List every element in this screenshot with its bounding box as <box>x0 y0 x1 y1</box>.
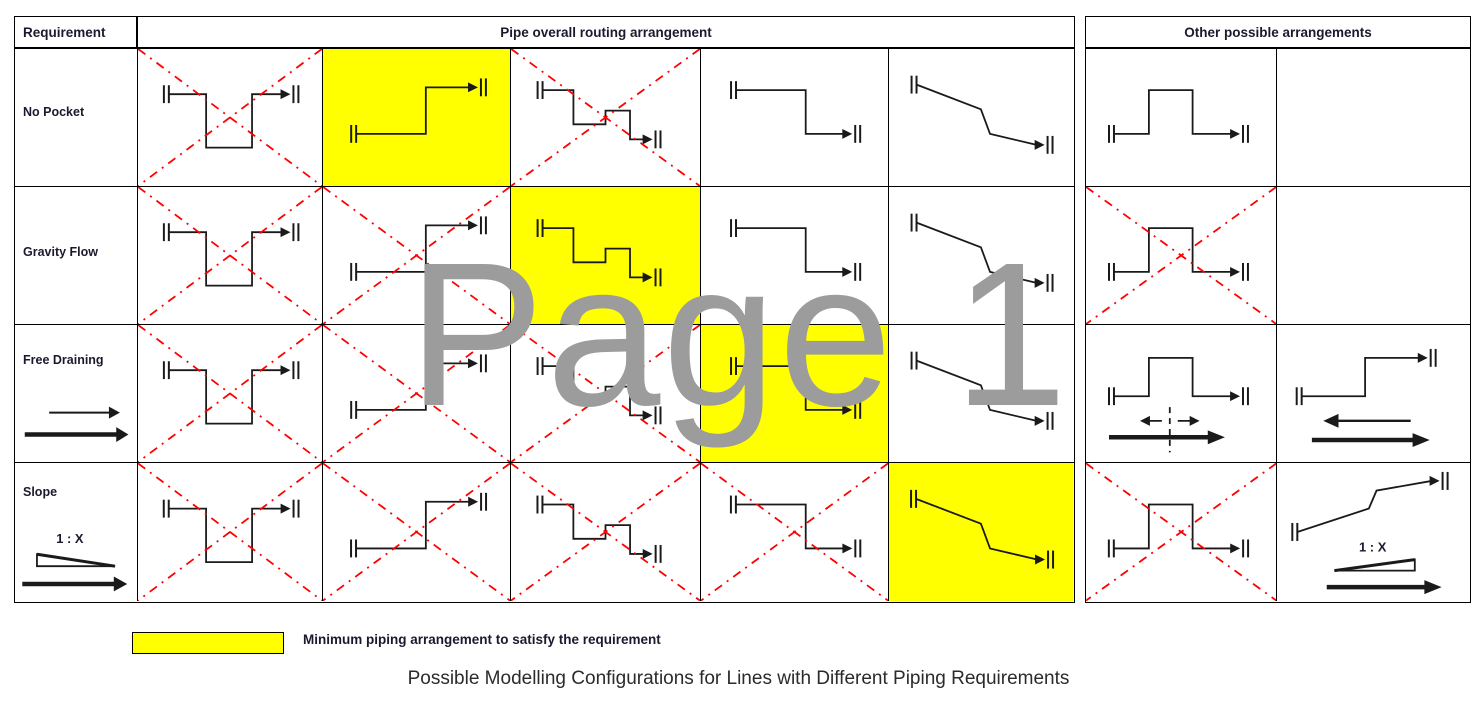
arrangement-cell[interactable] <box>511 49 701 186</box>
arrangement-cell[interactable] <box>889 187 1073 324</box>
step-up-pipe-icon <box>323 462 510 601</box>
hump-split-flow-pipe-icon <box>1108 356 1249 453</box>
step-down-pipe-icon <box>730 81 862 143</box>
arrangement-cell[interactable] <box>701 186 889 324</box>
step-down-bump-pipe-icon <box>511 324 700 462</box>
requirements-matrix: Requirement Pipe overall routing arrange… <box>14 16 1471 603</box>
arrangement-cell[interactable] <box>138 49 323 186</box>
header-routing-arrangement: Pipe overall routing arrangement <box>137 16 1075 48</box>
requirement-label-cell: Slope 1 : X <box>15 462 138 601</box>
step-up-pipe-icon <box>323 186 510 324</box>
pocket-u-pipe-icon <box>138 324 322 462</box>
hump-pipe-icon <box>1086 186 1277 324</box>
arrangement-cell[interactable] <box>889 325 1073 462</box>
other-arrangement-cell[interactable] <box>1086 186 1278 324</box>
other-arrangement-cell[interactable] <box>1277 325 1468 462</box>
arrangement-cell[interactable] <box>323 324 511 462</box>
pocket-u-pipe-icon <box>138 462 322 601</box>
slope-down-pipe-icon <box>910 213 1054 292</box>
slope-up-ratio-pipe-icon: 1 : X <box>1291 471 1449 594</box>
step-down-pipe-icon <box>730 357 862 419</box>
other-arrangement-cell[interactable]: 1 : X <box>1277 463 1468 601</box>
arrangement-cell[interactable] <box>889 49 1073 186</box>
arrangement-cell[interactable] <box>323 186 511 324</box>
double-arrow-right-icon <box>24 406 129 442</box>
arrangement-cell[interactable] <box>511 324 701 462</box>
other-arrangement-cell[interactable] <box>1086 462 1278 601</box>
matrix-row-other: 1 : X <box>1086 462 1470 601</box>
other-arrangement-cell[interactable] <box>1277 187 1468 324</box>
arrangement-cell[interactable] <box>138 186 323 324</box>
arrangement-cell[interactable] <box>511 462 701 601</box>
slope-down-pipe-icon <box>910 489 1055 569</box>
pocket-u-pipe-icon <box>138 186 322 324</box>
other-arrangement-cell[interactable] <box>1277 49 1468 186</box>
header-requirement: Requirement <box>14 16 137 48</box>
routing-table: Requirement Pipe overall routing arrange… <box>14 16 1075 603</box>
arrangement-cell[interactable] <box>138 324 323 462</box>
other-arrangements-table: Other possible arrangements 1 : X <box>1085 16 1471 603</box>
empty-pipe-icon <box>1277 49 1468 186</box>
pocket-u-pipe-icon <box>138 49 322 186</box>
svg-text:1 : X: 1 : X <box>56 531 84 546</box>
slope-down-pipe-icon <box>910 75 1054 154</box>
slope-wedge-arrow-icon: 1 : X <box>22 531 128 592</box>
arrangement-cell[interactable] <box>138 462 323 601</box>
other-arrangement-cell[interactable] <box>1086 49 1278 186</box>
matrix-row: No Pocket <box>15 49 1074 187</box>
step-up-pipe-icon <box>350 78 487 143</box>
arrangement-cell[interactable] <box>701 462 889 601</box>
matrix-row-other <box>1086 186 1470 325</box>
step-down-bump-pipe-icon <box>511 462 700 601</box>
arrangement-cell[interactable] <box>511 186 701 324</box>
header-other-arrangements: Other possible arrangements <box>1085 16 1471 48</box>
legend-swatch-highlight <box>132 632 284 654</box>
other-arrangements-body: 1 : X <box>1085 48 1471 603</box>
hump-pipe-icon <box>1108 89 1249 143</box>
step-down-pipe-icon <box>701 462 888 601</box>
requirement-label: Slope <box>23 484 58 499</box>
svg-text:1 : X: 1 : X <box>1359 539 1387 554</box>
requirement-label-cell: Free Draining <box>15 324 138 462</box>
step-down-bump-pipe-icon <box>536 219 662 287</box>
arrangement-cell[interactable] <box>323 462 511 601</box>
requirement-label: No Pocket <box>23 105 85 119</box>
arrangement-cell[interactable] <box>323 49 511 186</box>
step-up-reverse-pipe-icon <box>1296 348 1438 447</box>
step-down-bump-pipe-icon <box>511 49 700 186</box>
figure-caption: Possible Modelling Configurations for Li… <box>407 668 1070 689</box>
arrangement-cell[interactable] <box>701 324 889 462</box>
matrix-row: Free Draining <box>15 324 1074 463</box>
empty-pipe-icon <box>1277 187 1468 324</box>
step-down-pipe-icon <box>730 219 862 281</box>
matrix-row: Slope 1 : X <box>15 462 1074 601</box>
arrangement-cell[interactable] <box>701 49 889 186</box>
step-up-pipe-icon <box>323 324 510 462</box>
matrix-row: Gravity Flow <box>15 186 1074 325</box>
matrix-row-other <box>1086 49 1470 187</box>
legend-label: Minimum piping arrangement to satisfy th… <box>303 632 661 647</box>
requirement-label-cell: Gravity Flow <box>15 186 138 324</box>
requirement-label: Free Draining <box>23 352 104 367</box>
matrix-row-other <box>1086 324 1470 463</box>
requirement-label-cell: No Pocket <box>15 49 138 186</box>
arrangement-cell[interactable] <box>889 462 1073 601</box>
hump-pipe-icon <box>1086 462 1277 601</box>
slope-down-pipe-icon <box>910 351 1054 430</box>
requirement-label: Gravity Flow <box>23 244 99 259</box>
other-arrangement-cell[interactable] <box>1086 324 1278 462</box>
